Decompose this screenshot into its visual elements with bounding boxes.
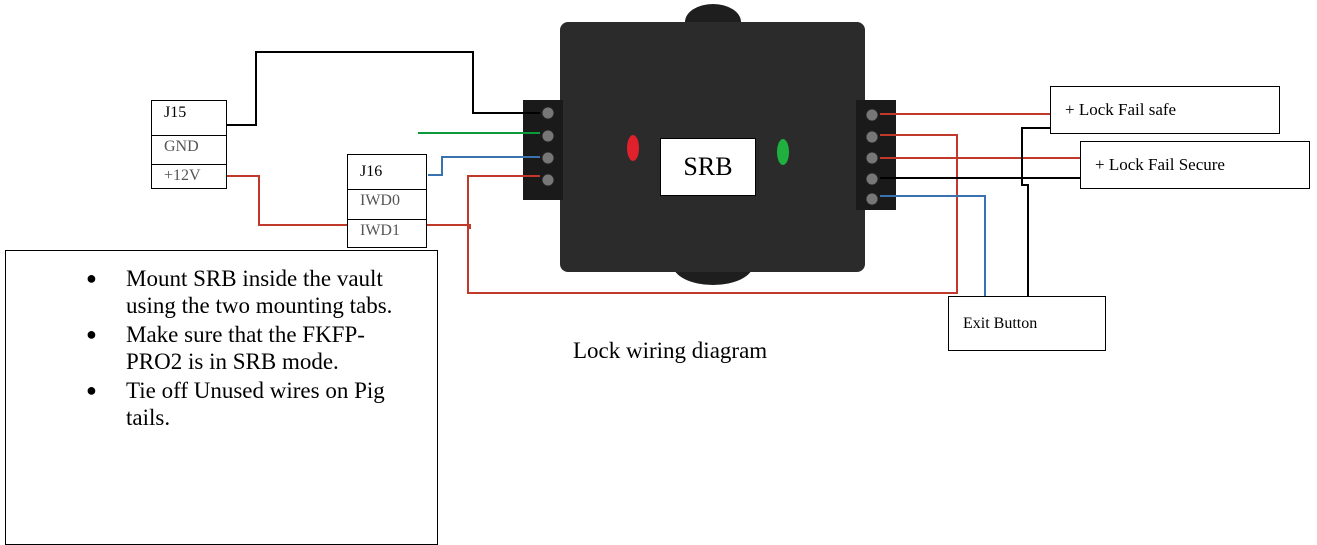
j16-header: J16 — [360, 163, 383, 180]
bullet-icon: ● — [86, 324, 97, 344]
wire-loop-red — [467, 134, 958, 294]
right-screw-5 — [865, 192, 879, 206]
list-item: ● Tie off Unused wires on Pig tails. — [86, 377, 406, 431]
right-screw-1 — [865, 108, 879, 122]
lock-fail-safe-box: + Lock Fail safe — [1050, 86, 1280, 134]
j16-pin-iwd1: IWD1 — [348, 219, 426, 242]
lock-fail-secure-box: + Lock Fail Secure — [1080, 141, 1310, 189]
srb-label: SRB — [660, 138, 756, 196]
right-screw-4 — [865, 172, 879, 186]
bullet-icon: ● — [86, 268, 97, 288]
left-screw-2 — [541, 129, 555, 143]
notes-box: ● Mount SRB inside the vault using the tw… — [5, 250, 438, 545]
j16-connector: J16 IWD0 IWD1 — [347, 154, 427, 248]
notes-list: ● Mount SRB inside the vault using the tw… — [6, 251, 437, 431]
j15-pin-gnd: GND — [152, 135, 226, 158]
red-led-icon — [627, 135, 639, 161]
wire-iwd0-blue — [428, 156, 540, 176]
wire-exit-black — [1021, 172, 1029, 296]
note-text: Make sure that the FKFP-PRO2 is in SRB m… — [126, 322, 365, 374]
j15-header: J15 — [164, 104, 187, 121]
left-screw-3 — [541, 151, 555, 165]
wire-fail-safe-black — [1021, 127, 1050, 172]
note-text: Tie off Unused wires on Pig tails. — [126, 378, 385, 430]
right-screw-2 — [865, 130, 879, 144]
note-text: Mount SRB inside the vault using the two… — [126, 266, 393, 318]
list-item: ● Make sure that the FKFP-PRO2 is in SRB … — [86, 321, 406, 375]
green-led-icon — [777, 139, 789, 165]
left-screw-4 — [541, 173, 555, 187]
j15-pin-12v: +12V — [152, 164, 226, 187]
exit-button-box: Exit Button — [948, 296, 1106, 351]
bullet-icon: ● — [86, 380, 97, 400]
wire-exit-blue — [880, 195, 986, 296]
left-screw-1 — [541, 106, 555, 120]
list-item: ● Mount SRB inside the vault using the tw… — [86, 265, 406, 319]
wire-12v-red — [226, 175, 471, 229]
right-screw-3 — [865, 151, 879, 165]
wire-gnd-black — [226, 51, 540, 126]
diagram-caption: Lock wiring diagram — [573, 338, 768, 363]
j16-pin-iwd0: IWD0 — [348, 189, 426, 212]
j15-connector: J15 GND +12V — [151, 100, 227, 189]
